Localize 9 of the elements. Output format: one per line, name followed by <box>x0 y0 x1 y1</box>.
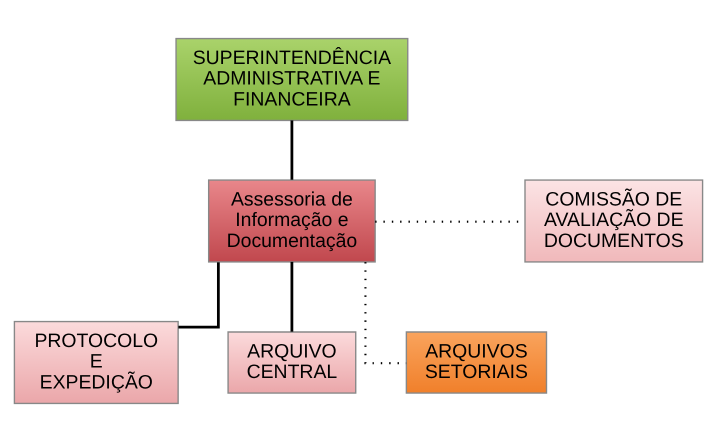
connector <box>290 261 294 332</box>
node-box: COMISSÃO DE AVALIAÇÃO DE DOCUMENTOS <box>524 178 704 262</box>
connector <box>178 262 220 328</box>
connector <box>290 120 294 180</box>
node-box: ARQUIVOS SETORIAIS <box>406 330 548 394</box>
node-box: Assessoria de Informação e Documentação <box>208 178 376 262</box>
node-box: ARQUIVO CENTRAL <box>227 330 356 394</box>
node-box: SUPERINTENDÊNCIA ADMINISTRATIVA E FINANCEIRA <box>175 37 408 121</box>
node-box: PROTOCOLO E EXPEDIÇÃO <box>14 320 179 404</box>
